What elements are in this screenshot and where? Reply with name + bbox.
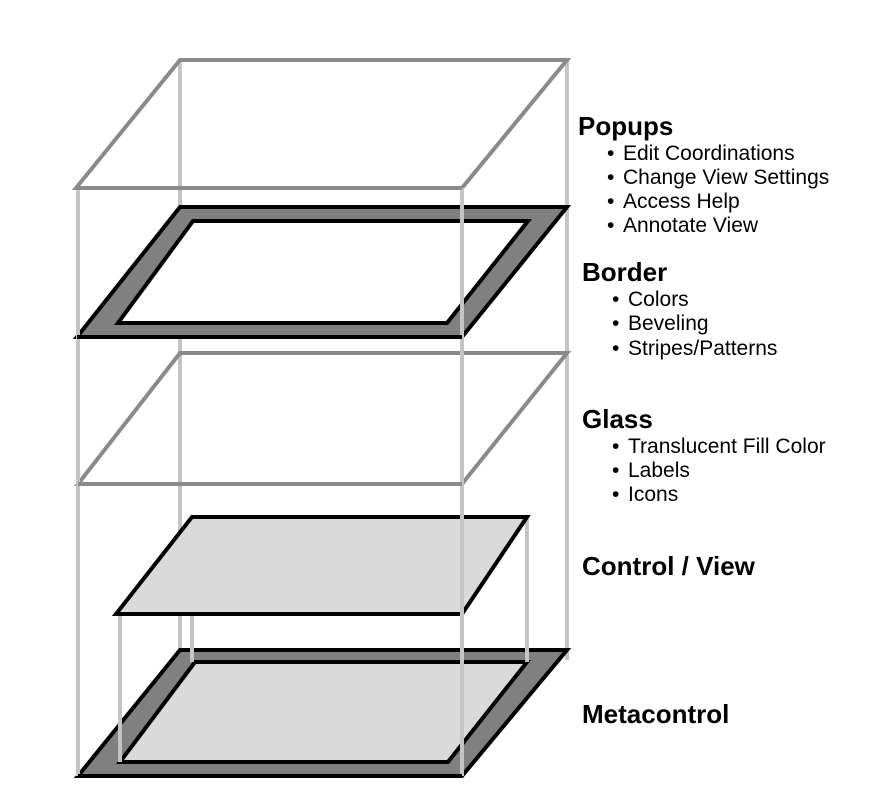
layer-labels: Popups • Edit Coordinations • Change Vie… xyxy=(578,111,835,729)
popups-item-annotate-view: Annotate View xyxy=(623,214,759,237)
bullet-dot: • xyxy=(607,190,614,213)
bullet-dot: • xyxy=(607,166,614,189)
popups-bullet-list: • Edit Coordinations • Change View Setti… xyxy=(607,142,835,237)
bullet-dot: • xyxy=(607,214,614,237)
glass-bullet-list: • Translucent Fill Color • Labels • Icon… xyxy=(612,435,831,506)
front-edges xyxy=(76,186,462,778)
bullet-dot: • xyxy=(612,337,619,360)
glass-item-icons: Icons xyxy=(628,483,678,506)
border-item-stripes-patterns: Stripes/Patterns xyxy=(628,337,777,360)
bullet-dot: • xyxy=(612,483,619,506)
popups-item-access-help: Access Help xyxy=(623,190,740,213)
bullet-dot: • xyxy=(612,288,619,311)
popups-item-change-view-settings: Change View Settings xyxy=(623,166,829,189)
glass-item-labels: Labels xyxy=(628,459,690,482)
control-view-title: Control / View xyxy=(582,551,756,581)
popups-item-edit-coordinations: Edit Coordinations xyxy=(623,142,795,165)
metacontrol-layer xyxy=(73,648,572,778)
border-item-colors: Colors xyxy=(628,288,689,311)
control-view-layer xyxy=(111,515,531,616)
glass-item-translucent-fill-color: Translucent Fill Color xyxy=(628,435,826,458)
glass-title: Glass xyxy=(582,404,653,434)
border-layer xyxy=(72,205,572,339)
border-title: Border xyxy=(582,257,667,287)
popups-title: Popups xyxy=(578,111,673,141)
popups-layer xyxy=(71,58,572,190)
bullet-dot: • xyxy=(612,459,619,482)
border-item-beveling: Beveling xyxy=(628,312,709,335)
glass-layer xyxy=(73,351,572,486)
metacontrol-title: Metacontrol xyxy=(582,699,729,729)
bullet-dot: • xyxy=(612,435,619,458)
bullet-dot: • xyxy=(607,142,614,165)
border-bullet-list: • Colors • Beveling • Stripes/Patterns xyxy=(612,288,777,360)
bullet-dot: • xyxy=(612,312,619,335)
